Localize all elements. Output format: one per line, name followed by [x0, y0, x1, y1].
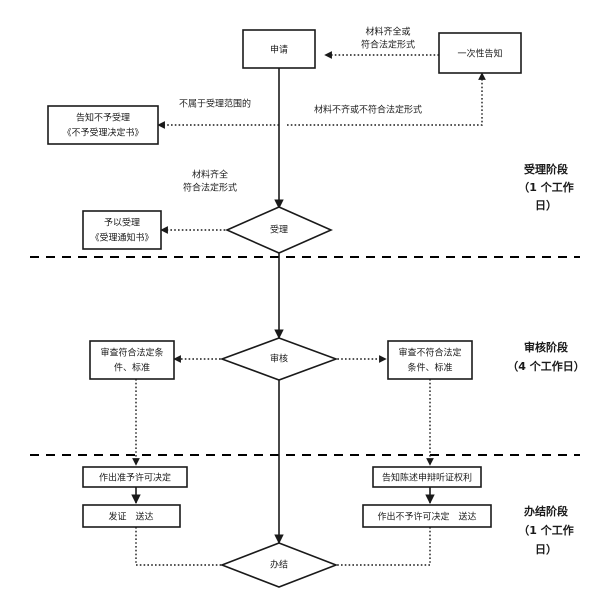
stage-label-review: 审核阶段 （4 个工作日） — [507, 340, 584, 373]
node-acceptance-label: 受理 — [270, 224, 288, 236]
node-review-label: 审核 — [270, 353, 288, 365]
stage-label-completion: 办结阶段 （1 个工作 日） — [518, 504, 573, 556]
node-grant-decision[interactable]: 作出准予许可决定 — [82, 466, 188, 488]
node-hearing-rights-label: 告知陈述申辩听证权利 — [382, 472, 472, 484]
stage-label-acceptance-line1: 受理阶段 — [524, 162, 568, 176]
stage-label-completion-line3: 日） — [535, 543, 557, 556]
stage-label-acceptance: 受理阶段 （1 个工作 日） — [518, 162, 573, 212]
node-completion[interactable]: 办结 — [219, 542, 339, 588]
stage-label-review-line2: （4 个工作日） — [507, 359, 584, 373]
node-accept-notice[interactable]: 予以受理 《受理通知书》 — [82, 210, 162, 250]
edge-label-materials-complete-line2: 符合法定形式 — [183, 182, 237, 194]
node-completion-label: 办结 — [270, 559, 288, 571]
edge-label-materials-complete: 材料齐全 符合法定形式 — [183, 169, 237, 194]
node-conform-label-line1: 审查符合法定条 — [100, 347, 163, 359]
node-review[interactable]: 审核 — [219, 337, 339, 381]
node-reject-notice-label-line2: 《不予受理决定书》 — [62, 127, 143, 139]
stage-label-completion-line1: 办结阶段 — [524, 504, 568, 518]
node-nonconform-label-line2: 条件、标准 — [407, 362, 452, 374]
node-reject-notice[interactable]: 告知不予受理 《不予受理决定书》 — [47, 105, 159, 145]
node-acceptance[interactable]: 受理 — [225, 206, 333, 254]
stage-label-completion-line2: （1 个工作 — [518, 523, 573, 537]
node-reject-notice-label-line1: 告知不予受理 — [76, 112, 130, 124]
node-grant-decision-label: 作出准予许可决定 — [99, 472, 171, 484]
node-one-time-notice-label: 一次性告知 — [457, 48, 502, 60]
node-accept-notice-label-line1: 予以受理 — [104, 217, 140, 229]
connector-incomplete-to-notice — [287, 72, 486, 126]
node-deny-decision[interactable]: 作出不予许可决定 送达 — [362, 504, 492, 528]
node-nonconform-label-line1: 审查不符合法定 — [398, 347, 461, 359]
node-conform-label-line2: 件、标准 — [114, 362, 150, 374]
edge-label-materials-complete-line1: 材料齐全 — [192, 169, 228, 181]
stage-label-acceptance-line3: 日） — [535, 199, 557, 212]
node-nonconform[interactable]: 审查不符合法定 条件、标准 — [387, 340, 473, 380]
node-one-time-notice[interactable]: 一次性告知 — [438, 32, 522, 74]
connector-deny-to-completion — [319, 527, 431, 569]
node-deny-decision-label: 作出不予许可决定 送达 — [377, 511, 476, 523]
stage-label-acceptance-line2: （1 个工作 — [518, 180, 573, 194]
stage-label-review-line1: 审核阶段 — [524, 340, 568, 354]
edge-label-materials-complete-or-legal: 材料齐全或 符合法定形式 — [361, 26, 415, 51]
edge-label-out-of-scope: 不属于受理范围的 — [179, 98, 251, 110]
node-application-label: 申请 — [270, 44, 288, 56]
node-conform[interactable]: 审查符合法定条 件、标准 — [89, 340, 175, 380]
edge-label-materials-complete-or-legal-line2: 符合法定形式 — [361, 39, 415, 51]
node-accept-notice-label-line2: 《受理通知书》 — [90, 232, 153, 244]
node-issue-deliver-label: 发证 送达 — [108, 511, 153, 523]
connector-issue-to-completion — [135, 527, 241, 569]
node-hearing-rights[interactable]: 告知陈述申辩听证权利 — [372, 466, 482, 488]
edge-label-materials-incomplete: 材料不齐或不符合法定形式 — [314, 104, 422, 116]
node-application[interactable]: 申请 — [242, 29, 316, 69]
edge-label-materials-complete-or-legal-line1: 材料齐全或 — [365, 26, 410, 38]
node-issue-deliver[interactable]: 发证 送达 — [82, 504, 181, 528]
